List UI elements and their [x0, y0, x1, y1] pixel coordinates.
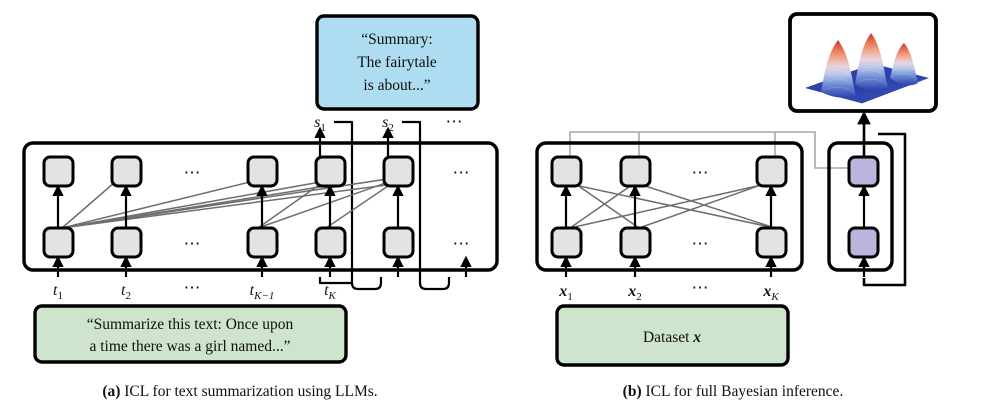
caption-a: (a) ICL for text summarization using LLM…	[102, 383, 377, 400]
feedback-loop-s2	[402, 120, 422, 283]
token-label-x1: x1	[558, 283, 573, 303]
summary-line-1: “Summary:	[361, 31, 432, 48]
dataset-label-word: Dataset	[643, 329, 690, 346]
feedback-loop-s2-curve	[418, 277, 451, 291]
feedback-loop-s1	[318, 120, 354, 285]
bottom-row-ellipsis-b: ⋯	[692, 234, 711, 253]
dataset-label: Dataset x	[643, 329, 701, 346]
surface-peak-1	[821, 40, 856, 98]
caption-a-text: (a) ICL for text summarization using LLM…	[102, 383, 377, 400]
input-arrows-b	[560, 255, 870, 277]
transformer-bottom-row-a: ⋯ ⋯	[42, 226, 472, 259]
transformer-top-row-b: ⋯	[550, 155, 880, 188]
caption-b: (b) ICL for full Bayesian inference.	[623, 383, 844, 400]
caption-b-text: (b) ICL for full Bayesian inference.	[623, 383, 844, 400]
cell-top-2	[110, 155, 143, 188]
transformer-block-a	[22, 141, 499, 272]
input-ellipsis-b: ⋯	[692, 278, 711, 297]
cell-top-1	[42, 155, 75, 188]
summary-line-3: is about...”	[363, 77, 430, 94]
cell-bottom-3	[246, 226, 279, 259]
residual-arrows-b	[560, 184, 870, 228]
token-label-x2: x2	[627, 283, 642, 303]
input-token-labels-a: t1 t2 ⋯ tK−1 tK	[53, 278, 337, 302]
posterior-block-b	[827, 141, 894, 272]
token-label-tk1: tK−1	[250, 282, 275, 302]
cell-top-b-3	[755, 155, 788, 188]
token-label-tk: tK	[324, 282, 336, 302]
cell-top-3	[246, 155, 279, 188]
caption-b-body: ICL for full Bayesian inference.	[645, 383, 843, 400]
caption-a-label: (a)	[102, 383, 120, 400]
transformer-top-row-a: ⋯ ⋯	[42, 155, 472, 188]
cell-bottom-5	[382, 226, 415, 259]
token-label-t1: t1	[53, 282, 63, 302]
input-ellipsis-a: ⋯	[184, 278, 203, 297]
input-token-labels-b: x1 x2 ⋯ xK	[558, 278, 779, 303]
summary-output-box-shape	[315, 14, 480, 111]
caption-a-body: ICL for text summarization using LLMs.	[124, 383, 377, 400]
top-row-ellipsis-a: ⋯	[184, 163, 203, 182]
surface-contours	[823, 59, 918, 94]
surface-peak-3	[890, 43, 918, 86]
surface-peak-2	[855, 33, 888, 91]
cell-top-4	[314, 155, 347, 188]
cell-bottom-b-2	[619, 226, 652, 259]
bottom-row-ellipsis-a-2: ⋯	[453, 234, 472, 253]
cell-bottom-b-1	[550, 226, 583, 259]
posterior-surface	[804, 33, 929, 104]
cell-top-b-1	[550, 155, 583, 188]
summary-line-2: The fairytale	[357, 54, 437, 71]
prompt-input-box: “Summarize this text: Once upon a time t…	[33, 304, 348, 364]
dataset-input-box: Dataset x	[555, 304, 790, 367]
cell-bottom-2	[110, 226, 143, 259]
prompt-line-1: “Summarize this text: Once upon	[87, 316, 294, 333]
cell-bottom-b-query	[847, 226, 880, 259]
dataset-input-box-shape	[555, 304, 790, 367]
cell-bottom-4	[314, 226, 347, 259]
prompt-line-2: a time there was a girl named...”	[90, 338, 291, 355]
bottom-row-ellipsis-a: ⋯	[184, 234, 203, 253]
top-row-ellipsis-a-2: ⋯	[453, 163, 472, 182]
cell-top-b-2	[619, 155, 652, 188]
feedback-loop-s1-curve	[350, 277, 383, 291]
cell-top-5	[382, 155, 415, 188]
cell-bottom-b-3	[755, 226, 788, 259]
dataset-label-math: x	[692, 329, 701, 346]
input-arrows-a	[52, 255, 472, 277]
posterior-density-plot-box	[788, 12, 938, 113]
residual-arrows-a	[52, 184, 404, 228]
feedback-loop-b	[862, 132, 907, 287]
caption-b-label: (b)	[623, 383, 642, 400]
cell-bottom-1	[42, 226, 75, 259]
transformer-bottom-row-b: ⋯	[550, 226, 880, 259]
summary-output-box: “Summary: The fairytale is about...”	[315, 14, 480, 111]
transformer-block-b	[535, 141, 804, 272]
cell-top-b-query	[847, 155, 880, 188]
attention-lines-b	[569, 179, 776, 229]
output-ellipsis: ⋯	[446, 112, 465, 131]
skip-connections-b	[569, 131, 851, 169]
token-label-t2: t2	[121, 282, 131, 302]
prompt-input-box-shape	[33, 304, 348, 364]
token-label-xk: xK	[762, 283, 779, 303]
top-row-ellipsis-b: ⋯	[692, 163, 711, 182]
